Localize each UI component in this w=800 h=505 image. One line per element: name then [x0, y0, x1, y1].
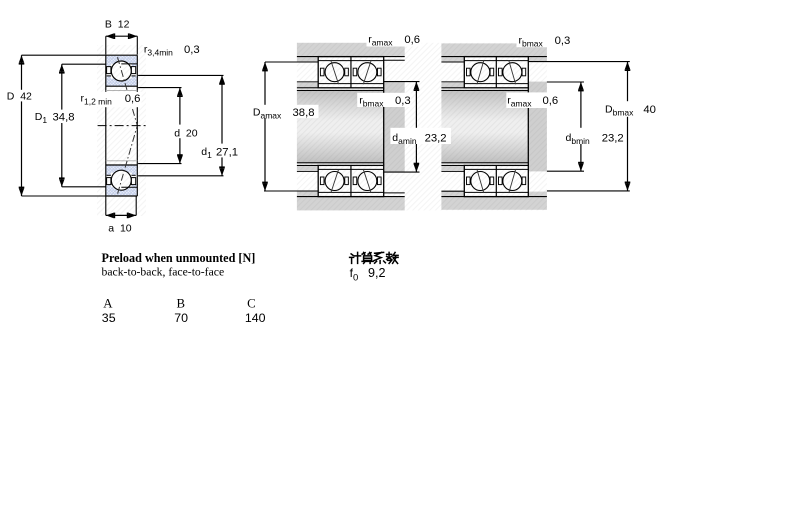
svg-text:rbmax: rbmax — [359, 95, 384, 109]
svg-text:dbmin: dbmin — [566, 132, 591, 146]
svg-text:140: 140 — [245, 311, 266, 325]
svg-text:r3,4min: r3,4min — [144, 43, 173, 57]
svg-text:ramax: ramax — [368, 34, 393, 48]
svg-text:70: 70 — [174, 311, 188, 325]
svg-text:d 20: d 20 — [174, 127, 198, 139]
svg-text:ramax: ramax — [507, 94, 532, 108]
svg-text:40: 40 — [643, 104, 656, 116]
svg-text:34,8: 34,8 — [53, 112, 75, 124]
svg-text:0,3: 0,3 — [184, 44, 200, 56]
svg-text:A: A — [103, 297, 113, 311]
svg-text:Dbmax: Dbmax — [605, 103, 634, 117]
svg-text:C: C — [247, 297, 256, 311]
svg-text:0,6: 0,6 — [404, 34, 420, 46]
svg-text:B 12: B 12 — [105, 19, 130, 31]
svg-text:Preload when unmounted [N]: Preload when unmounted [N] — [102, 251, 256, 265]
svg-text:d1: d1 — [201, 146, 212, 160]
svg-text:B: B — [177, 297, 186, 311]
svg-text:27,1: 27,1 — [216, 147, 238, 159]
svg-text:0,3: 0,3 — [555, 35, 571, 47]
svg-text:35: 35 — [102, 311, 116, 325]
svg-text:0,6: 0,6 — [125, 93, 141, 105]
svg-text:9,2: 9,2 — [368, 266, 386, 280]
svg-text:D1: D1 — [35, 111, 48, 125]
svg-text:damin: damin — [392, 132, 417, 146]
svg-text:back-to-back, face-to-face: back-to-back, face-to-face — [102, 266, 225, 279]
svg-text:D 42: D 42 — [7, 91, 32, 103]
svg-text:rbmax: rbmax — [519, 34, 544, 48]
svg-text:a 10: a 10 — [108, 222, 132, 234]
svg-text:23,2: 23,2 — [425, 133, 447, 145]
svg-text:38,8: 38,8 — [293, 107, 315, 119]
svg-text:r1,2 min: r1,2 min — [81, 92, 113, 106]
svg-text:0,6: 0,6 — [543, 95, 559, 107]
svg-text:23,2: 23,2 — [602, 133, 624, 145]
svg-text:Damax: Damax — [253, 107, 282, 121]
svg-text:0,3: 0,3 — [395, 95, 411, 107]
svg-text:f0: f0 — [350, 266, 359, 284]
